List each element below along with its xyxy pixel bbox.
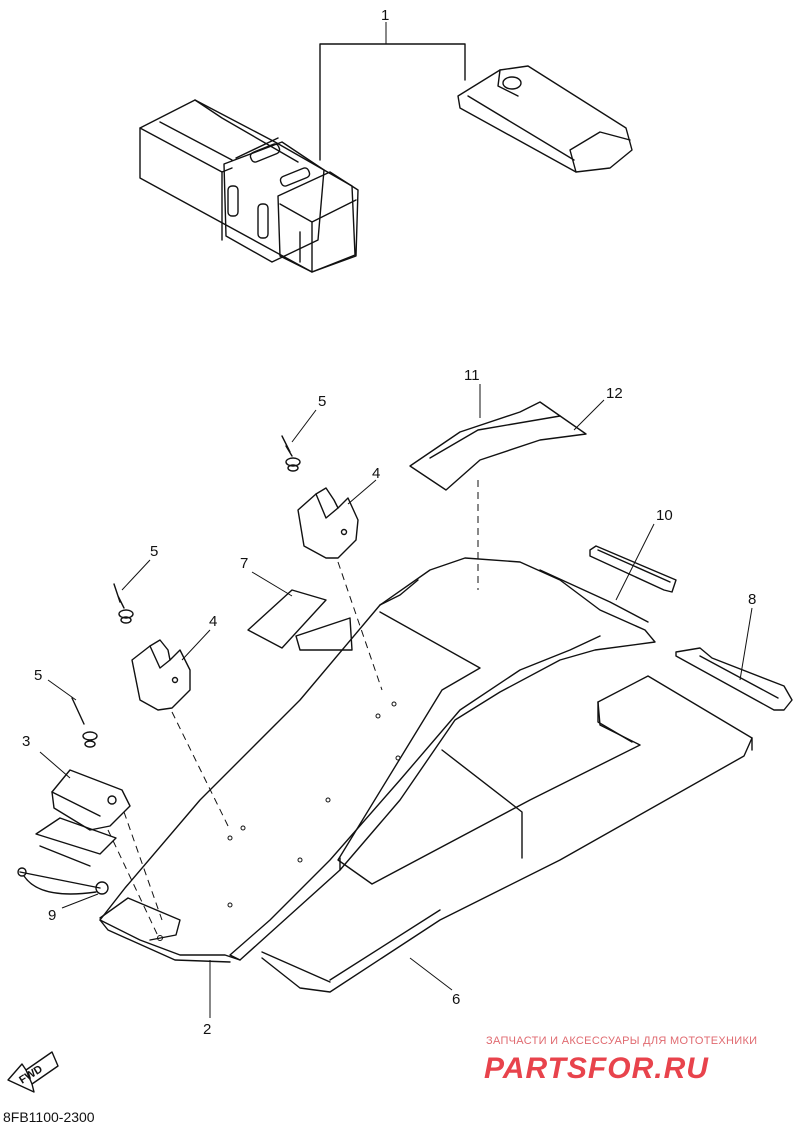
part-9-pin [17, 867, 109, 895]
callout-5c: 5 [34, 667, 42, 684]
part-2-seat-base [99, 557, 656, 963]
callout-11: 11 [464, 367, 480, 384]
callout-2: 2 [203, 1021, 211, 1038]
part-8-hook-rod [675, 647, 793, 711]
fwd-arrow-icon: FWD [7, 1051, 59, 1093]
callout-9: 9 [48, 907, 56, 924]
watermark: ЗАПЧАСТИ И АКСЕССУАРЫ ДЛЯ МОТОТЕХНИКИ PA… [484, 1035, 757, 1085]
callout-labels: 1 2 3 4 4 5 5 5 6 7 8 9 10 11 12 [22, 7, 756, 1038]
callout-12: 12 [606, 385, 623, 402]
callout-8: 8 [748, 591, 756, 608]
part-6-bottom-liner [261, 611, 753, 993]
part-10-bar [589, 545, 677, 593]
part-4-latch-right [297, 487, 359, 559]
watermark-brand: PARTSFOR.RU [484, 1052, 709, 1085]
callout-4a: 4 [372, 465, 380, 482]
part-5-rivets [71, 435, 301, 748]
callout-4b: 4 [209, 613, 217, 630]
callout-5a: 5 [318, 393, 326, 410]
callout-6: 6 [452, 991, 460, 1008]
part-4-latch-left [131, 639, 191, 711]
part-7-pad [247, 589, 327, 649]
callout-3: 3 [22, 733, 30, 750]
part-1-cover-set [139, 43, 633, 273]
callout-7: 7 [240, 555, 248, 572]
watermark-tagline: ЗАПЧАСТИ И АКСЕССУАРЫ ДЛЯ МОТОТЕХНИКИ [486, 1035, 757, 1047]
leader-lines [39, 22, 753, 1018]
part-3-hinge [35, 769, 131, 867]
callout-10: 10 [656, 507, 673, 524]
part-11-12-strip [409, 401, 587, 491]
callout-1: 1 [381, 7, 389, 24]
callout-5b: 5 [150, 543, 158, 560]
part-code: 8FB1100-2300 [3, 1109, 95, 1125]
